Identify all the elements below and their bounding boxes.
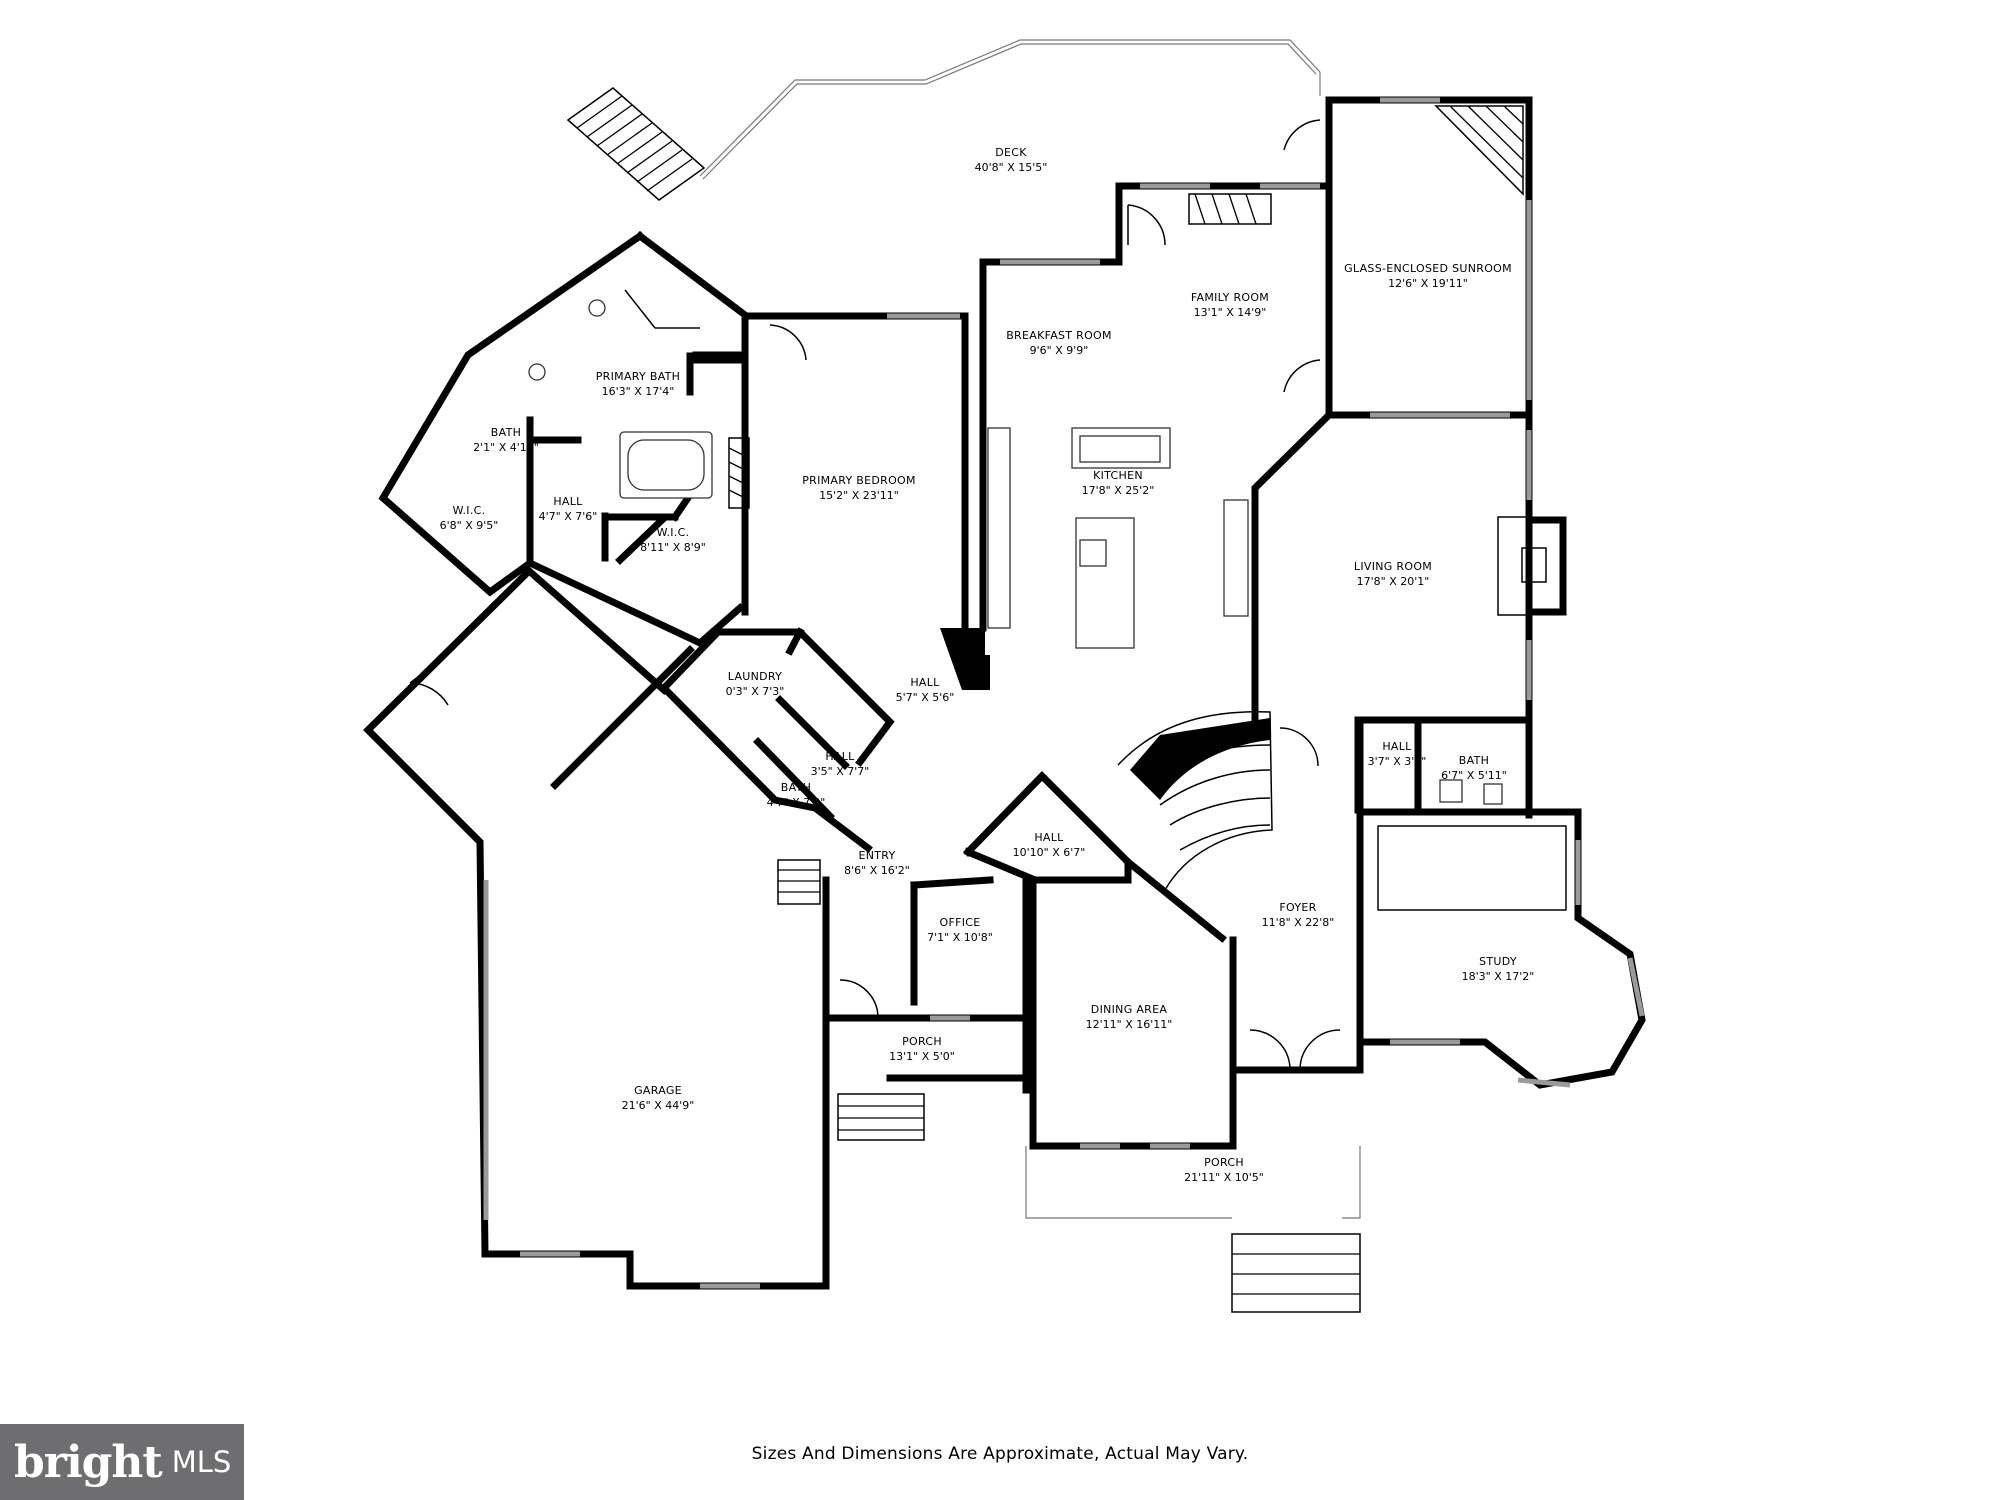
hall-laundry-dim: 3'5" X 7'7" <box>811 765 870 778</box>
bath-small-dim: 2'1" X 4'11" <box>473 441 539 454</box>
deck-outline <box>699 39 1321 180</box>
porch-large-outline <box>1025 1146 1361 1313</box>
entry-office-walls <box>822 876 1030 1094</box>
kitchen-label: KITCHEN <box>1093 469 1143 482</box>
sunroom-dim: 12'6" X 19'11" <box>1388 277 1468 290</box>
disclaimer-text: Sizes And Dimensions Are Approximate, Ac… <box>751 1444 1249 1464</box>
door-swings <box>769 119 1341 1069</box>
porch-large-label: PORCH <box>1204 1156 1244 1169</box>
hall-kitchen-label: HALL <box>910 676 940 689</box>
hall-bedroom-dim: 4'7" X 7'6" <box>539 510 598 523</box>
primary-bath-dim: 16'3" X 17'4" <box>602 385 675 398</box>
kitchen-dim: 17'8" X 25'2" <box>1082 484 1155 497</box>
wic-right-dim: 8'11" X 8'9" <box>640 541 706 554</box>
logo-wordmark: bright <box>14 1436 163 1488</box>
deck-dim: 40'8" X 15'5" <box>975 161 1048 174</box>
laundry-dim: 0'3" X 7'3" <box>726 685 785 698</box>
small-hall-bath-walls <box>1354 716 1503 814</box>
curved-stair <box>1117 711 1273 891</box>
primary-bedroom-dim: 15'2" X 23'11" <box>819 489 899 502</box>
family-room-dim: 13'1" X 14'9" <box>1194 306 1267 319</box>
family-fireplace <box>1188 193 1272 225</box>
windows <box>483 97 1645 1289</box>
laundry-label: LAUNDRY <box>728 670 782 683</box>
primary-bedroom-label: PRIMARY BEDROOM <box>802 474 916 487</box>
wic-left-dim: 6'8" X 9'5" <box>440 519 499 532</box>
study-label: STUDY <box>1479 955 1517 968</box>
entry-label: ENTRY <box>858 849 895 862</box>
laundry-walls <box>550 515 895 853</box>
foyer-dim: 11'8" X 22'8" <box>1262 916 1335 929</box>
porch-small-dim: 13'1" X 5'0" <box>889 1050 955 1063</box>
kitchen-islands <box>987 427 1249 649</box>
office-dim: 7'1" X 10'8" <box>927 931 993 944</box>
garage-label: GARAGE <box>634 1084 682 1097</box>
hall-laundry-label: HALL <box>825 750 855 763</box>
entry-dim: 8'6" X 16'2" <box>844 864 910 877</box>
garage-door-swing <box>409 659 449 706</box>
primary-bath-fireplace <box>728 437 750 509</box>
hall-stairs-label: HALL <box>1034 831 1064 844</box>
office-label: OFFICE <box>940 916 981 929</box>
logo-mls: MLS <box>171 1445 232 1479</box>
wic-left-label: W.I.C. <box>453 504 486 517</box>
study-dim: 18'3" X 17'2" <box>1462 970 1535 983</box>
primary-bath-fixtures <box>528 289 744 499</box>
room-labels: DECK 40'8" X 15'5" GLASS-ENCLOSED SUNROO… <box>440 146 1535 1184</box>
hall-small-label: HALL <box>1382 740 1412 753</box>
bright-mls-logo: bright MLS <box>0 1424 244 1500</box>
bath-small-label: BATH <box>491 426 521 439</box>
bath-laundry-label: BATH <box>781 781 811 794</box>
bath-right-label: BATH <box>1459 754 1489 767</box>
sunroom-stairs <box>1434 105 1524 196</box>
living-fireplace <box>1497 516 1547 616</box>
deck-stairs-left <box>566 87 706 201</box>
porch-small-label: PORCH <box>902 1035 942 1048</box>
living-room-label: LIVING ROOM <box>1354 560 1432 573</box>
stair-hall-walls <box>963 771 1237 1150</box>
wic-right-label: W.I.C. <box>657 526 690 539</box>
hall-bedroom-label: HALL <box>553 495 583 508</box>
deck-label: DECK <box>995 146 1027 159</box>
breakfast-room-dim: 9'6" X 9'9" <box>1030 344 1089 357</box>
hall-kitchen-dim: 5'7" X 5'6" <box>896 691 955 704</box>
sunroom-label: GLASS-ENCLOSED SUNROOM <box>1344 262 1512 275</box>
dining-area-label: DINING AREA <box>1091 1003 1168 1016</box>
porch-large-dim: 21'11" X 10'5" <box>1184 1171 1264 1184</box>
kitchen-family-walls <box>940 96 1567 819</box>
garage-dim: 21'6" X 44'9" <box>622 1099 695 1112</box>
dining-area-dim: 12'11" X 16'11" <box>1086 1018 1173 1031</box>
foyer-label: FOYER <box>1279 901 1316 914</box>
breakfast-room-label: BREAKFAST ROOM <box>1006 329 1112 342</box>
hall-stairs-dim: 10'10" X 6'7" <box>1013 846 1086 859</box>
primary-bath-label: PRIMARY BATH <box>596 370 681 383</box>
bath-laundry-dim: 4'7" X 7'3" <box>767 796 826 809</box>
living-room-dim: 17'8" X 20'1" <box>1357 575 1430 588</box>
family-room-label: FAMILY ROOM <box>1191 291 1269 304</box>
hall-small-dim: 3'7" X 3'8" <box>1368 755 1427 768</box>
garage-entry-stairs <box>777 859 821 905</box>
primary-suite-walls <box>378 231 969 648</box>
porch-small-stairs <box>837 1093 925 1141</box>
bath-right-dim: 6'7" X 5'11" <box>1441 769 1507 782</box>
